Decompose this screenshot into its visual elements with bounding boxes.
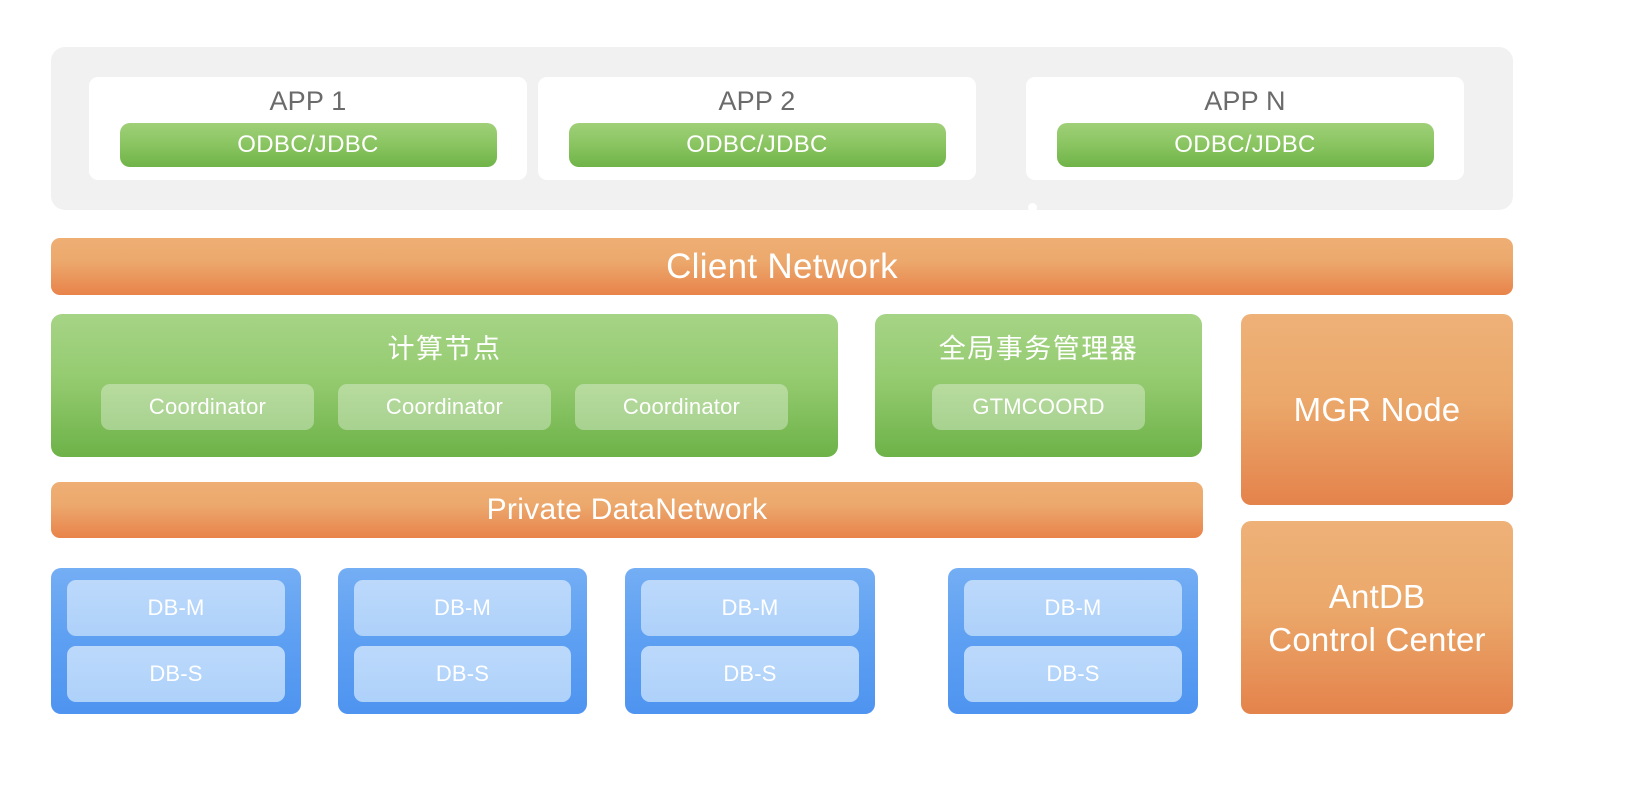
odbc-jdbc-chip[interactable]: ODBC/JDBC — [568, 123, 946, 167]
mgr-node-panel[interactable]: MGR Node — [1241, 314, 1513, 505]
control-center-line-2: Control Center — [1268, 620, 1486, 658]
db-group-1: DB-M DB-S — [51, 568, 301, 714]
app-card-1[interactable]: APP 1 ODBC/JDBC — [89, 77, 527, 180]
db-master-chip[interactable]: DB-M — [354, 580, 571, 636]
compute-node-panel: 计算节点 Coordinator Coordinator Coordinator — [51, 314, 838, 457]
coordinator-row: Coordinator Coordinator Coordinator — [51, 364, 838, 430]
control-center-text: AntDB Control Center — [1268, 575, 1485, 661]
app-title: APP N — [1204, 86, 1286, 116]
db-slave-chip[interactable]: DB-S — [67, 646, 285, 702]
compute-node-title: 计算节点 — [387, 334, 502, 364]
db-group-2: DB-M DB-S — [338, 568, 587, 714]
coordinator-node-2[interactable]: Coordinator — [338, 384, 551, 430]
ellipsis-dot-icon — [1028, 203, 1037, 212]
coordinator-node-1[interactable]: Coordinator — [101, 384, 314, 430]
app-card-n[interactable]: APP N ODBC/JDBC — [1026, 77, 1464, 180]
ellipsis-dot-icon — [1048, 145, 1057, 154]
db-master-chip[interactable]: DB-M — [67, 580, 285, 636]
odbc-jdbc-chip[interactable]: ODBC/JDBC — [1056, 123, 1434, 167]
odbc-jdbc-chip[interactable]: ODBC/JDBC — [119, 123, 497, 167]
coordinator-node-3[interactable]: Coordinator — [575, 384, 788, 430]
db-group-4: DB-M DB-S — [948, 568, 1198, 714]
db-master-chip[interactable]: DB-M — [964, 580, 1182, 636]
app-card-2[interactable]: APP 2 ODBC/JDBC — [538, 77, 976, 180]
private-data-network-bar: Private DataNetwork — [51, 482, 1203, 538]
control-center-line-1: AntDB — [1328, 577, 1426, 615]
db-master-chip[interactable]: DB-M — [641, 580, 859, 636]
app-band: APP 1 ODBC/JDBC APP 2 ODBC/JDBC APP N OD… — [51, 47, 1513, 210]
ellipsis-dot-icon — [1028, 145, 1037, 154]
client-network-bar: Client Network — [51, 238, 1513, 295]
db-slave-chip[interactable]: DB-S — [964, 646, 1182, 702]
gtm-title: 全局事务管理器 — [938, 334, 1139, 364]
app-title: APP 2 — [718, 86, 796, 116]
gtmcoord-node[interactable]: GTMCOORD — [932, 384, 1145, 430]
db-slave-chip[interactable]: DB-S — [354, 646, 571, 702]
gtmcoord-row: GTMCOORD — [875, 364, 1202, 430]
app-title: APP 1 — [269, 86, 347, 116]
global-transaction-manager-panel: 全局事务管理器 GTMCOORD — [875, 314, 1202, 457]
db-slave-chip[interactable]: DB-S — [641, 646, 859, 702]
antdb-control-center-panel[interactable]: AntDB Control Center — [1241, 521, 1513, 714]
db-group-3: DB-M DB-S — [625, 568, 875, 714]
